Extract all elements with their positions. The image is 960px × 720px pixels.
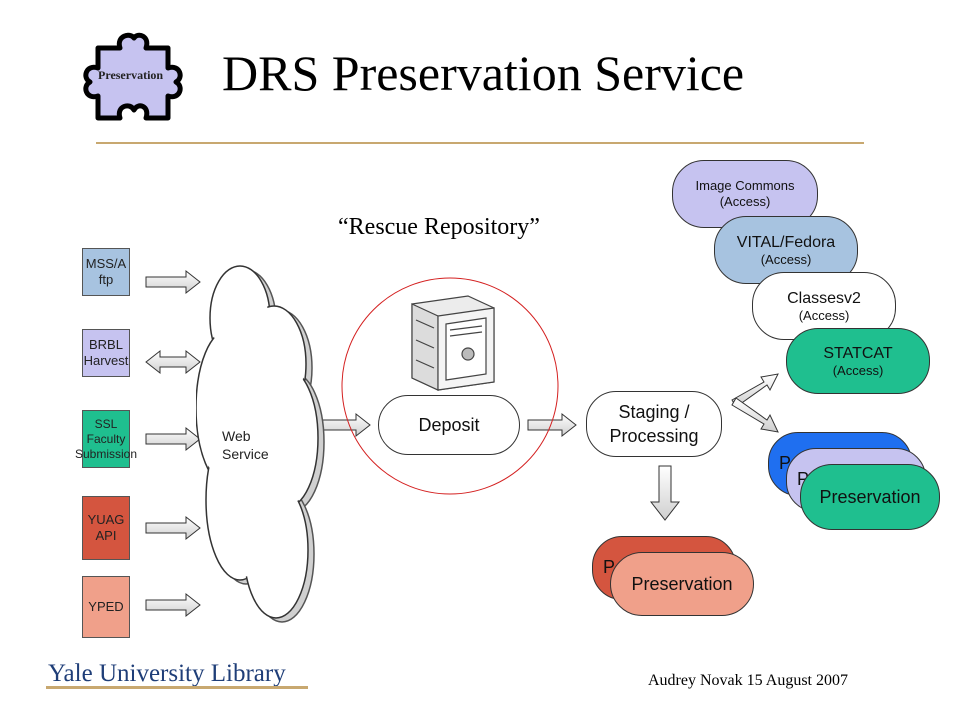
rescue-repository-label: “Rescue Repository” — [338, 214, 540, 240]
source-brbl-harvest: BRBL Harvest — [82, 329, 130, 377]
source-yuag-api: YUAG API — [82, 496, 130, 560]
source-mss-ftp: MSS/A ftp — [82, 248, 130, 296]
arrow-mss — [145, 269, 201, 295]
arrow-yuag — [145, 515, 201, 541]
arrow-to-staging — [527, 412, 577, 438]
staging-processing-node: Staging / Processing — [586, 391, 722, 457]
logo-text: Preservation — [98, 68, 164, 82]
source-yped: YPED — [82, 576, 130, 638]
rescue-repository-circle — [341, 277, 559, 495]
arrow-to-deposit — [321, 412, 371, 438]
title-divider — [96, 142, 864, 144]
source-ssl-faculty-submission: SSL Faculty Submission — [75, 410, 137, 468]
preservation-bottom-front: Preservation — [610, 552, 754, 616]
footer-credit: Audrey Novak 15 August 2007 — [648, 672, 848, 689]
yale-logo-underline — [46, 686, 308, 689]
safe-icon — [411, 295, 495, 391]
puzzle-piece-logo — [83, 32, 183, 121]
arrow-ssl — [145, 426, 201, 452]
deposit-node: Deposit — [378, 395, 520, 455]
arrow-yped — [145, 592, 201, 618]
page-title: DRS Preservation Service — [222, 45, 745, 101]
preservation-right-front: Preservation — [800, 464, 940, 530]
arrow-brbl-double — [145, 349, 201, 375]
arrow-to-right-preservation — [731, 397, 779, 433]
web-service-cloud — [196, 265, 325, 623]
web-service-label: Web Service — [222, 428, 269, 462]
arrow-to-bottom-preservation — [649, 465, 681, 521]
yale-library-logo: Yale University Library — [48, 660, 286, 687]
access-node-statcat: STATCAT (Access) — [786, 328, 930, 394]
